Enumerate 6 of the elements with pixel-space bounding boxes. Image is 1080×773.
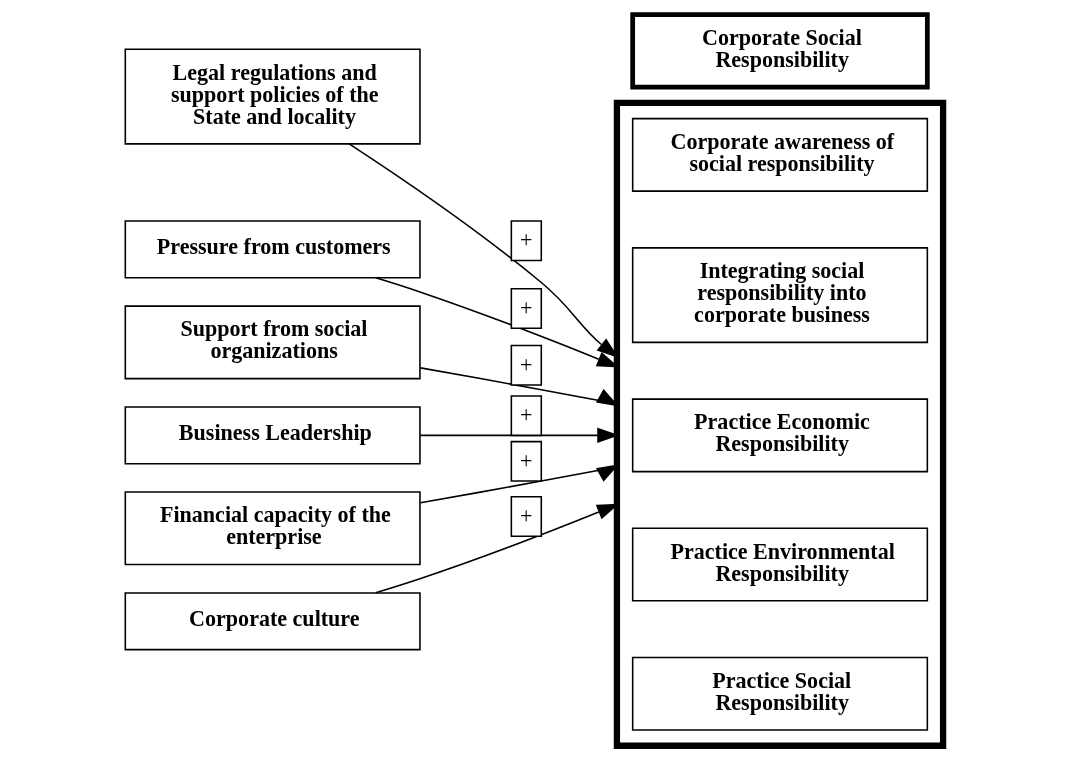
edge-label: +: [519, 227, 532, 253]
edge-label: +: [519, 447, 532, 473]
edge-label: +: [519, 351, 532, 377]
edge-label: +: [519, 503, 532, 529]
edge-label: +: [519, 295, 532, 321]
edge-label: +: [519, 402, 532, 428]
